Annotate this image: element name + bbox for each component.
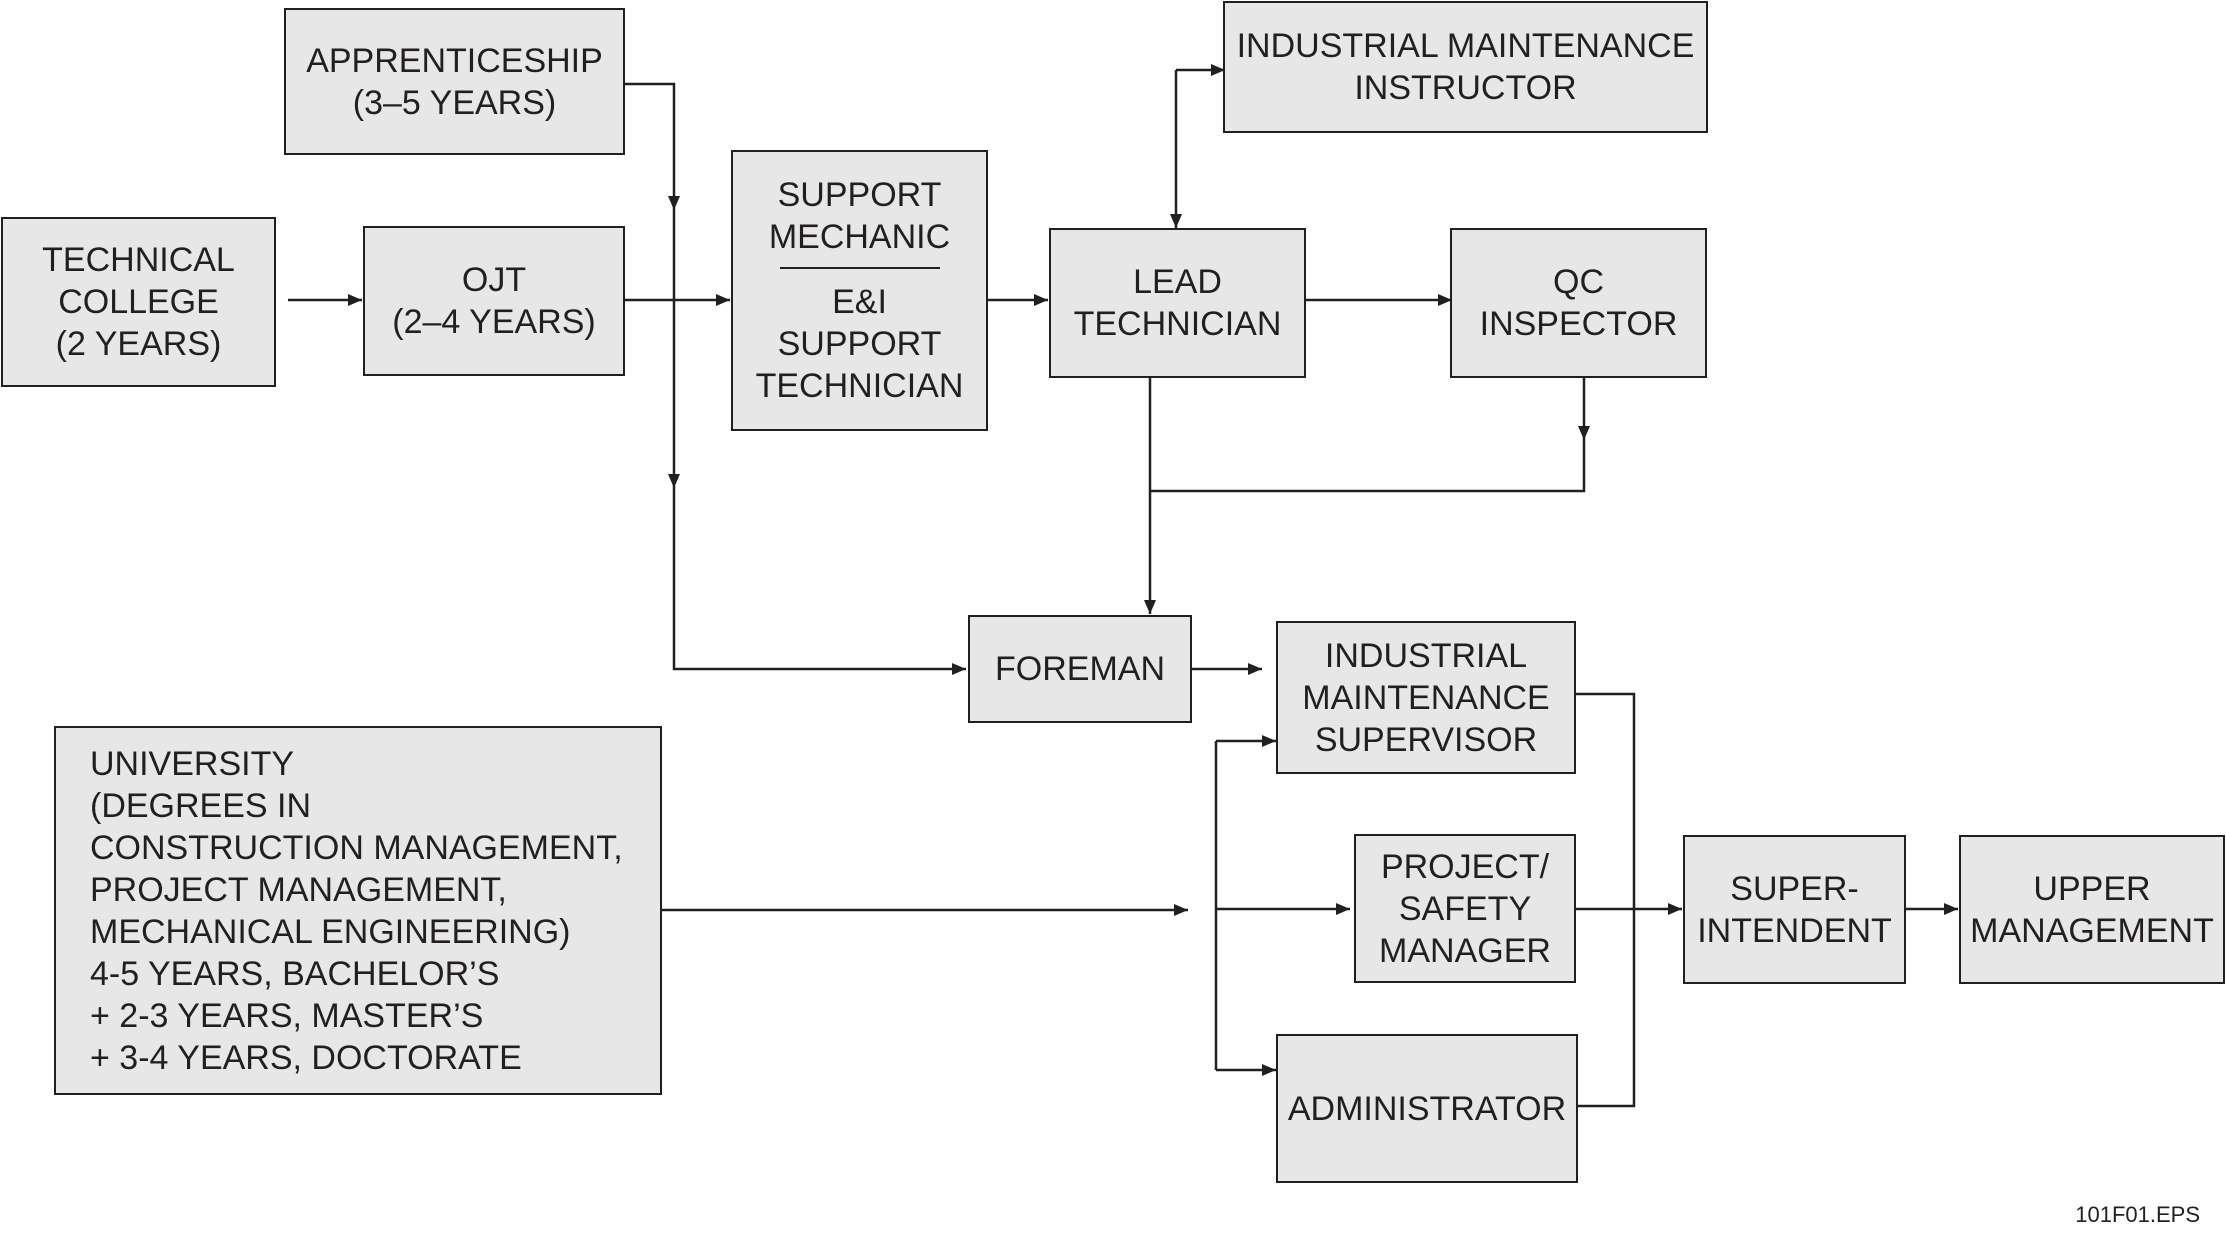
ojt-line-2: (2–4 YEARS) <box>392 303 596 341</box>
figure-code: 101F01.EPS <box>2075 1202 2200 1227</box>
qc-inspector-box: QC INSPECTOR <box>1450 228 1707 378</box>
administrator-box: ADMINISTRATOR <box>1276 1034 1578 1183</box>
technical-college-line-1: TECHNICAL <box>42 241 235 279</box>
upper-management-box: UPPER MANAGEMENT <box>1959 835 2225 984</box>
upper-management-line-2: MANAGEMENT <box>1970 911 2214 950</box>
superintendent-line-1: SUPER- <box>1730 869 1859 908</box>
university-line-3: CONSTRUCTION MANAGEMENT, <box>90 828 623 867</box>
project-safety-line-3: MANAGER <box>1379 931 1551 970</box>
university-line-6: 4-5 YEARS, BACHELOR’S <box>90 954 500 993</box>
line-apprenticeship-down <box>625 82 680 210</box>
university-line-1: UNIVERSITY <box>90 744 295 783</box>
line-trunk-to-foreman <box>672 488 966 675</box>
lead-technician-line-1: LEAD <box>1133 263 1222 301</box>
technical-college-line-3: (2 YEARS) <box>55 325 222 363</box>
university-line-4: PROJECT MANAGEMENT, <box>90 870 507 909</box>
technical-college-line-2: COLLEGE <box>58 283 219 321</box>
superintendent-line-2: INTENDENT <box>1697 911 1892 950</box>
instructor-line-1: INDUSTRIAL MAINTENANCE <box>1236 27 1695 65</box>
instructor-box: INDUSTRIAL MAINTENANCE INSTRUCTOR <box>1223 1 1708 133</box>
superintendent-box: SUPER- INTENDENT <box>1683 835 1906 984</box>
line-qc-to-lead-drop <box>1150 440 1586 493</box>
ojt-box: OJT (2–4 YEARS) <box>363 226 625 376</box>
administrator-label: ADMINISTRATOR <box>1287 1089 1567 1128</box>
university-line-2: (DEGREES IN <box>90 786 312 825</box>
university-line-8: + 3-4 YEARS, DOCTORATE <box>90 1038 522 1077</box>
ojt-line-1: OJT <box>461 261 527 299</box>
support-divider <box>779 267 940 269</box>
supervisor-line-3: SUPERVISOR <box>1314 720 1538 759</box>
ei-support-line-2: SUPPORT <box>777 325 942 363</box>
foreman-box: FOREMAN <box>968 615 1192 723</box>
qc-inspector-line-2: INSPECTOR <box>1479 305 1678 343</box>
university-box: UNIVERSITY (DEGREES IN CONSTRUCTION MANA… <box>54 726 662 1095</box>
support-mechanic-line-1: SUPPORT <box>777 176 942 214</box>
supervisor-box: INDUSTRIAL MAINTENANCE SUPERVISOR <box>1276 621 1576 774</box>
support-mechanic-box: SUPPORT MECHANIC E&I SUPPORT TECHNICIAN <box>731 150 988 431</box>
project-safety-box: PROJECT/ SAFETY MANAGER <box>1354 834 1576 983</box>
project-safety-line-1: PROJECT/ <box>1380 847 1550 886</box>
supervisor-line-1: INDUSTRIAL <box>1324 636 1528 675</box>
support-mechanic-line-2: MECHANIC <box>768 218 951 256</box>
qc-inspector-line-1: QC <box>1553 263 1604 301</box>
apprenticeship-line-2: (3–5 YEARS) <box>352 83 557 122</box>
instructor-line-2: INSTRUCTOR <box>1354 69 1577 107</box>
supervisor-line-2: MAINTENANCE <box>1302 678 1550 717</box>
lead-technician-box: LEAD TECHNICIAN <box>1049 228 1306 378</box>
foreman-label: FOREMAN <box>995 650 1165 688</box>
technical-college-box: TECHNICAL COLLEGE (2 YEARS) <box>1 217 276 387</box>
project-safety-line-2: SAFETY <box>1398 889 1532 928</box>
apprenticeship-line-1: APPRENTICESHIP <box>306 41 603 80</box>
ei-support-line-3: TECHNICIAN <box>755 367 964 405</box>
line-supervisor-to-collector <box>1576 692 1636 1108</box>
lead-technician-line-2: TECHNICIAN <box>1073 305 1282 343</box>
university-line-5: MECHANICAL ENGINEERING) <box>90 912 571 951</box>
university-line-7: + 2-3 YEARS, MASTER’S <box>90 996 484 1035</box>
ei-support-line-1: E&I <box>832 283 887 321</box>
upper-management-line-1: UPPER <box>2033 869 2151 908</box>
apprenticeship-box: APPRENTICESHIP (3–5 YEARS) <box>284 8 625 155</box>
